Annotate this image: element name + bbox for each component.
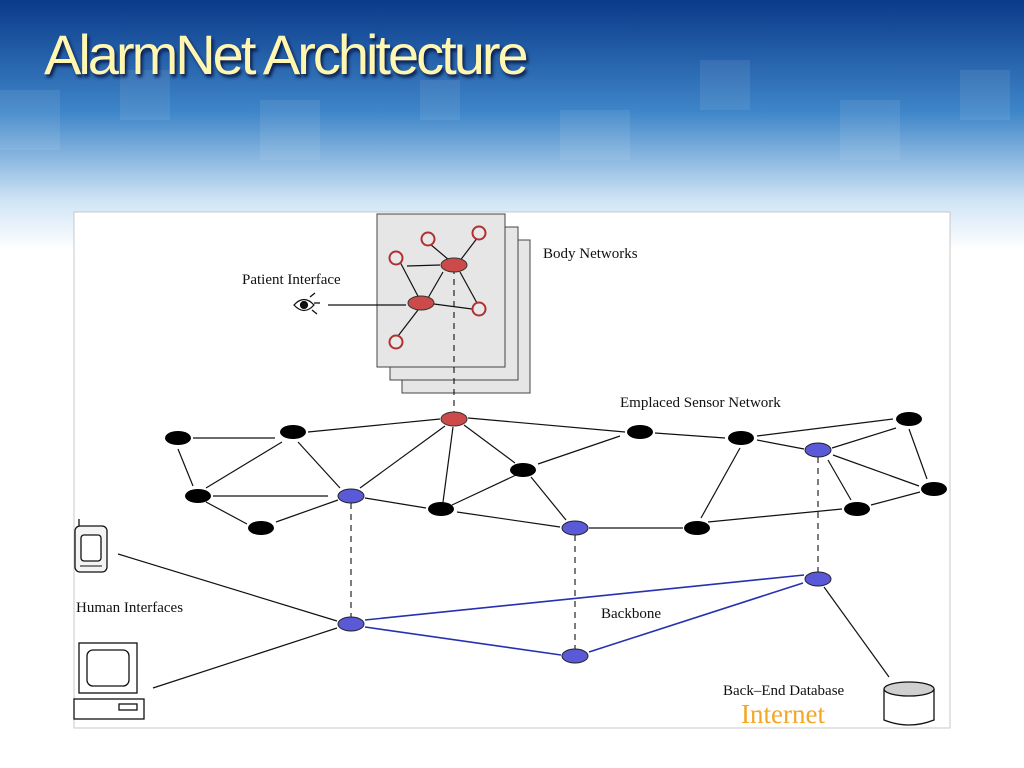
body-hub-node xyxy=(407,295,435,311)
backbone-node xyxy=(337,616,365,632)
back-end-database-label: Back–End Database xyxy=(723,683,845,699)
sensor-node xyxy=(896,412,922,426)
backbone-node xyxy=(337,488,365,504)
sensor-node xyxy=(728,431,754,445)
pda-icon xyxy=(74,519,108,573)
interface-links xyxy=(117,553,890,689)
sensor-network-edges xyxy=(177,417,928,529)
internet-label: Internet xyxy=(741,699,825,729)
backbone-node xyxy=(561,648,589,664)
sensor-node xyxy=(510,463,536,477)
database-icon xyxy=(883,681,935,726)
body-network-edges xyxy=(328,236,479,337)
backbone-node xyxy=(561,520,589,536)
sensor-node xyxy=(280,425,306,439)
sensor-node xyxy=(248,521,274,535)
body-sensor-node xyxy=(471,301,487,317)
patient-interface-label: Patient Interface xyxy=(242,272,341,288)
body-sensor-node xyxy=(388,250,404,266)
sensor-node xyxy=(185,489,211,503)
emplaced-sensor-network-label: Emplaced Sensor Network xyxy=(620,395,781,411)
body-sensor-node xyxy=(471,225,487,241)
sensor-network-nodes xyxy=(165,412,947,535)
backbone-links xyxy=(364,574,805,656)
vertical-links xyxy=(350,268,819,649)
sensor-node xyxy=(627,425,653,439)
body-networks-label: Body Networks xyxy=(543,246,638,262)
human-interfaces-label: Human Interfaces xyxy=(76,600,183,616)
sensor-node xyxy=(921,482,947,496)
computer-icon xyxy=(73,642,145,720)
backbone-nodes xyxy=(337,442,832,664)
body-sensor-node xyxy=(420,231,436,247)
body-sensor-node xyxy=(388,334,404,350)
sensor-node xyxy=(684,521,710,535)
sensor-node xyxy=(428,502,454,516)
backbone-label: Backbone xyxy=(601,606,661,622)
backbone-node xyxy=(804,571,832,587)
backbone-node xyxy=(804,442,832,458)
sensor-node xyxy=(165,431,191,445)
sensor-node xyxy=(844,502,870,516)
body-network-nodes xyxy=(388,225,487,427)
body-hub-node xyxy=(440,257,468,273)
slide-title: AlarmNet Architecture xyxy=(44,23,529,86)
eye-icon xyxy=(293,292,320,315)
body-gateway-node xyxy=(440,411,468,427)
